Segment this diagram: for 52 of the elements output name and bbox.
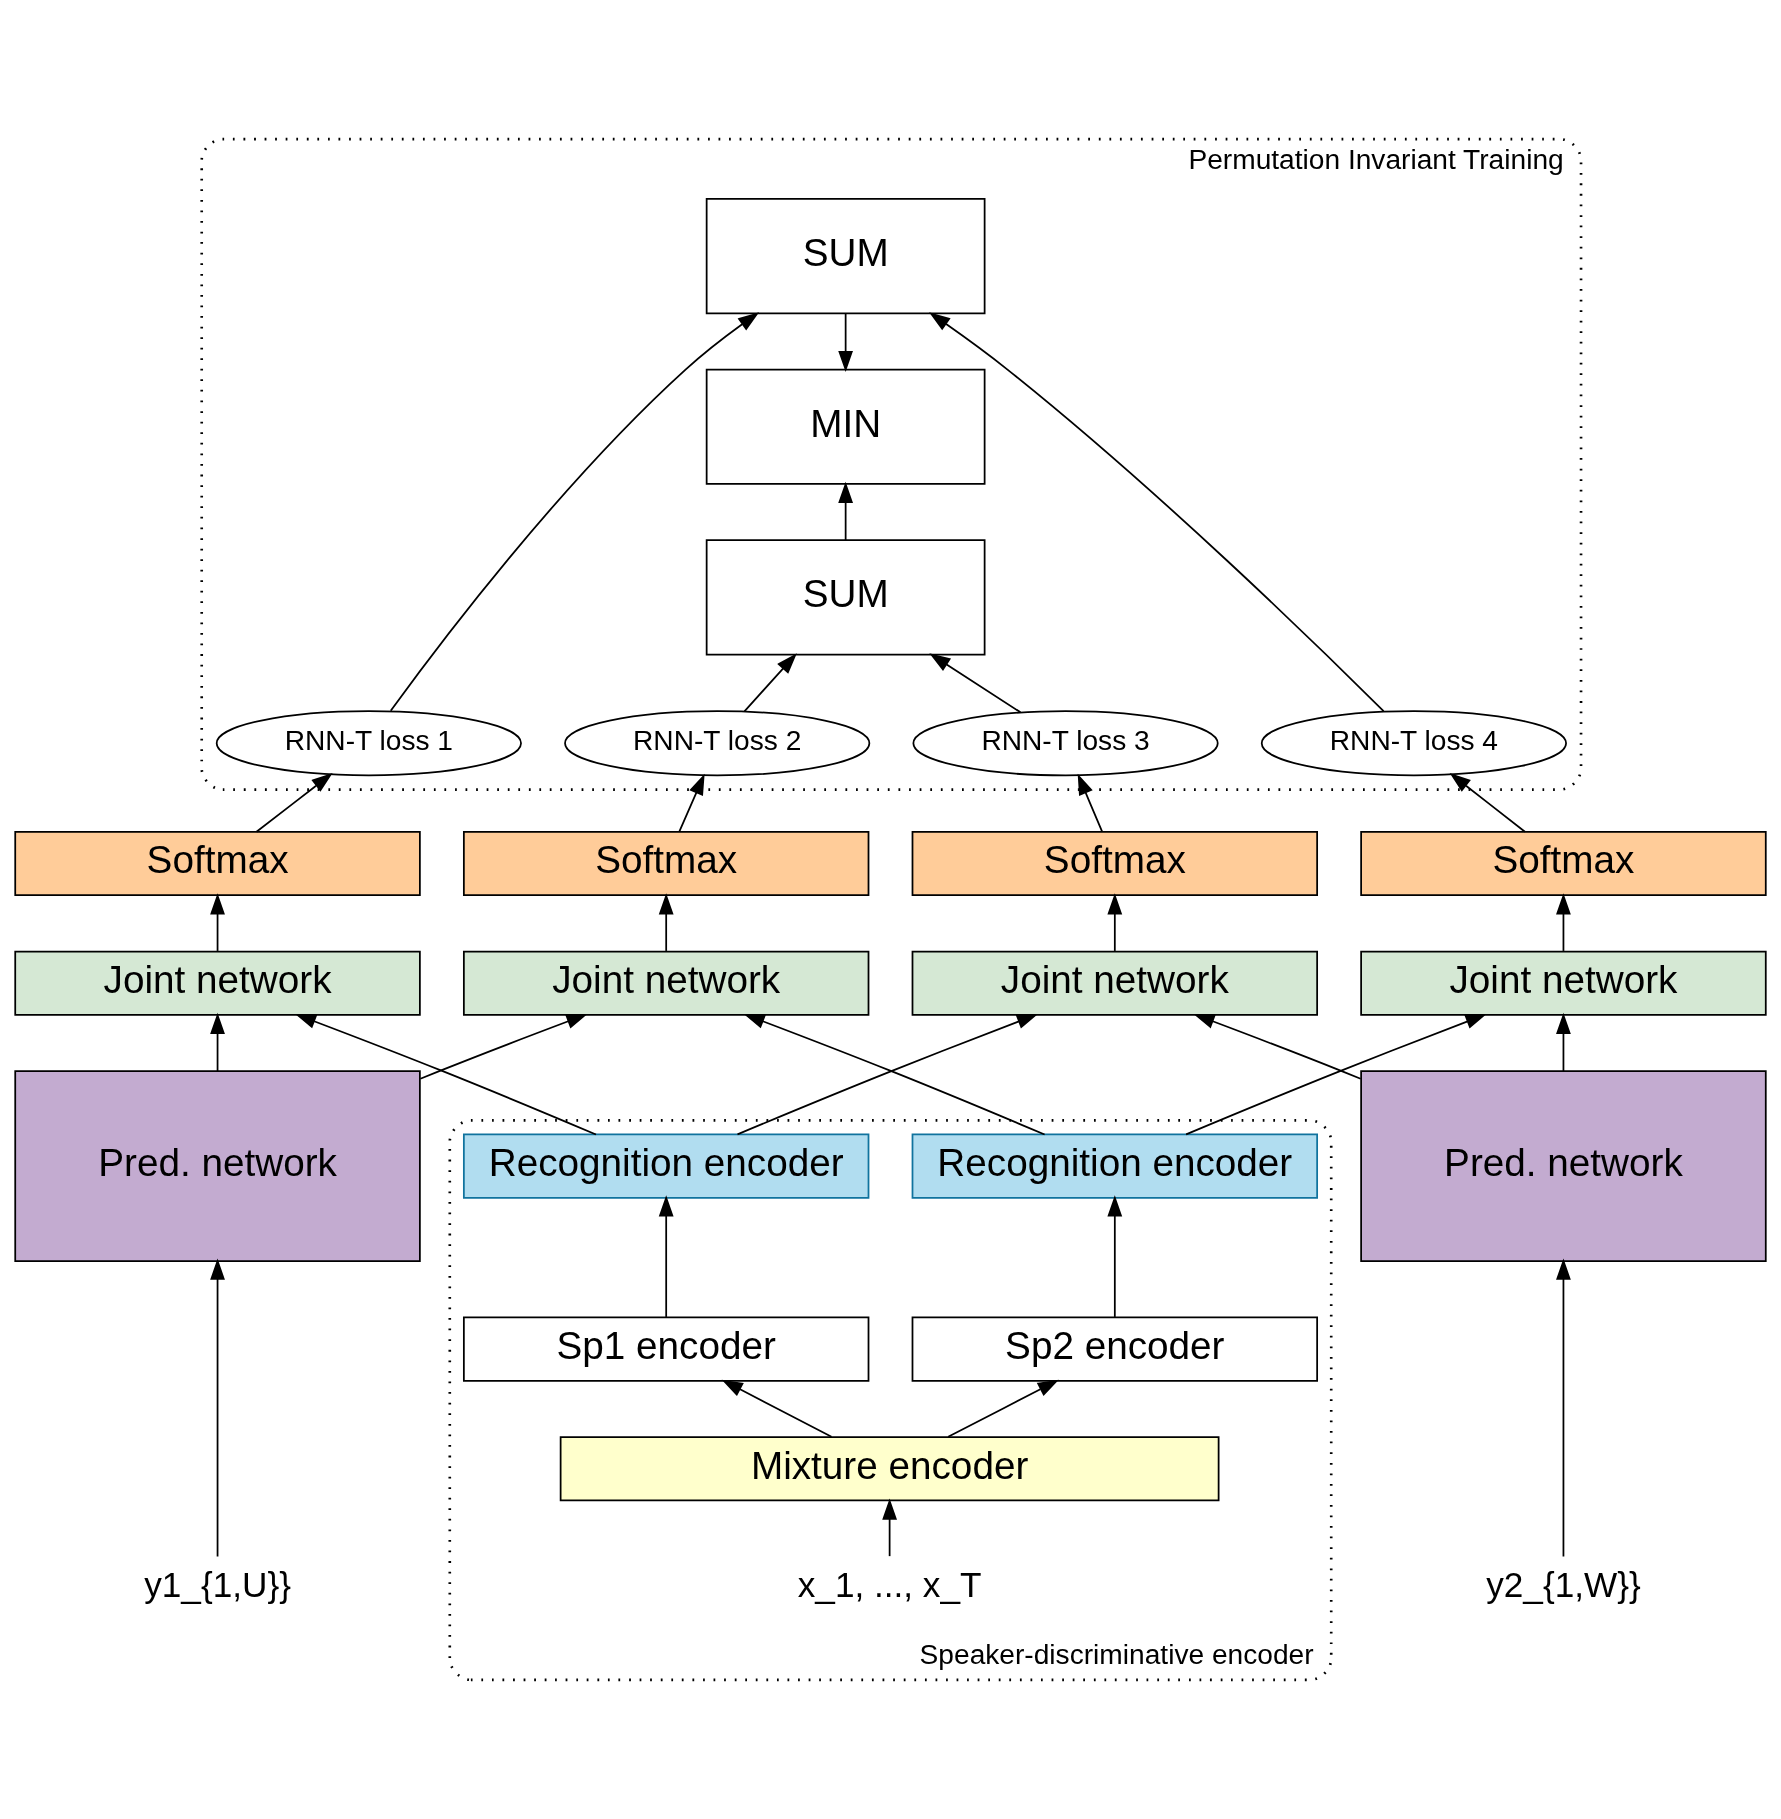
node-box: Pred. network xyxy=(1360,1070,1767,1263)
arrow xyxy=(838,312,854,373)
arrow xyxy=(658,893,674,952)
node-box: Joint network xyxy=(463,950,870,1016)
node-box: MIN xyxy=(705,368,986,485)
node-box: Mixture encoder xyxy=(559,1436,1220,1502)
arrow xyxy=(929,653,1022,714)
node-text: y2_{1,W}} xyxy=(1486,1565,1641,1605)
arrow xyxy=(1107,893,1123,952)
node-box: SUM xyxy=(705,198,986,315)
node-box: Sp2 encoder xyxy=(911,1316,1319,1382)
node-box: Recognition encoder xyxy=(911,1133,1319,1199)
arrow xyxy=(1556,893,1571,952)
arrow xyxy=(210,1012,225,1072)
arrow xyxy=(1556,1258,1571,1558)
node-box: SUM xyxy=(705,539,986,656)
arrow xyxy=(1107,1195,1123,1318)
node-box: Joint network xyxy=(1360,950,1767,1016)
node-box: Pred. network xyxy=(14,1070,421,1263)
node-box: Joint network xyxy=(14,950,421,1016)
node-box: Softmax xyxy=(463,831,870,897)
arrow xyxy=(389,312,760,712)
arrow xyxy=(210,1258,225,1558)
arrow xyxy=(1193,1014,1362,1080)
node-text: y1_{1,U}} xyxy=(144,1565,291,1605)
node-ellipse: RNN-T loss 2 xyxy=(564,710,871,777)
node-ellipse: RNN-T loss 3 xyxy=(912,710,1219,777)
arrow xyxy=(678,773,705,833)
arrow xyxy=(1077,773,1103,833)
node-box: Softmax xyxy=(911,831,1319,897)
arrow xyxy=(295,1013,597,1136)
arrow xyxy=(1185,1014,1487,1136)
arrow xyxy=(838,481,854,541)
arrow xyxy=(255,772,333,833)
node-text: x_1, ..., x_T xyxy=(797,1565,982,1605)
node-ellipse: RNN-T loss 1 xyxy=(215,710,522,777)
arrow xyxy=(1556,1012,1571,1072)
node-box: Joint network xyxy=(911,950,1319,1016)
arrow xyxy=(947,1379,1059,1438)
node-box: Softmax xyxy=(1360,831,1767,897)
arrow xyxy=(929,312,1385,712)
node-box: Softmax xyxy=(14,831,421,897)
arrow xyxy=(658,1195,674,1318)
node-box: Recognition encoder xyxy=(463,1133,870,1199)
arrow xyxy=(210,893,225,952)
arrow xyxy=(721,1379,833,1438)
node-box: Sp1 encoder xyxy=(463,1316,870,1382)
node-ellipse: RNN-T loss 4 xyxy=(1260,710,1567,777)
arrow xyxy=(1449,772,1526,833)
arrow xyxy=(419,1014,588,1080)
arrow xyxy=(882,1498,898,1558)
arrow xyxy=(743,653,797,713)
